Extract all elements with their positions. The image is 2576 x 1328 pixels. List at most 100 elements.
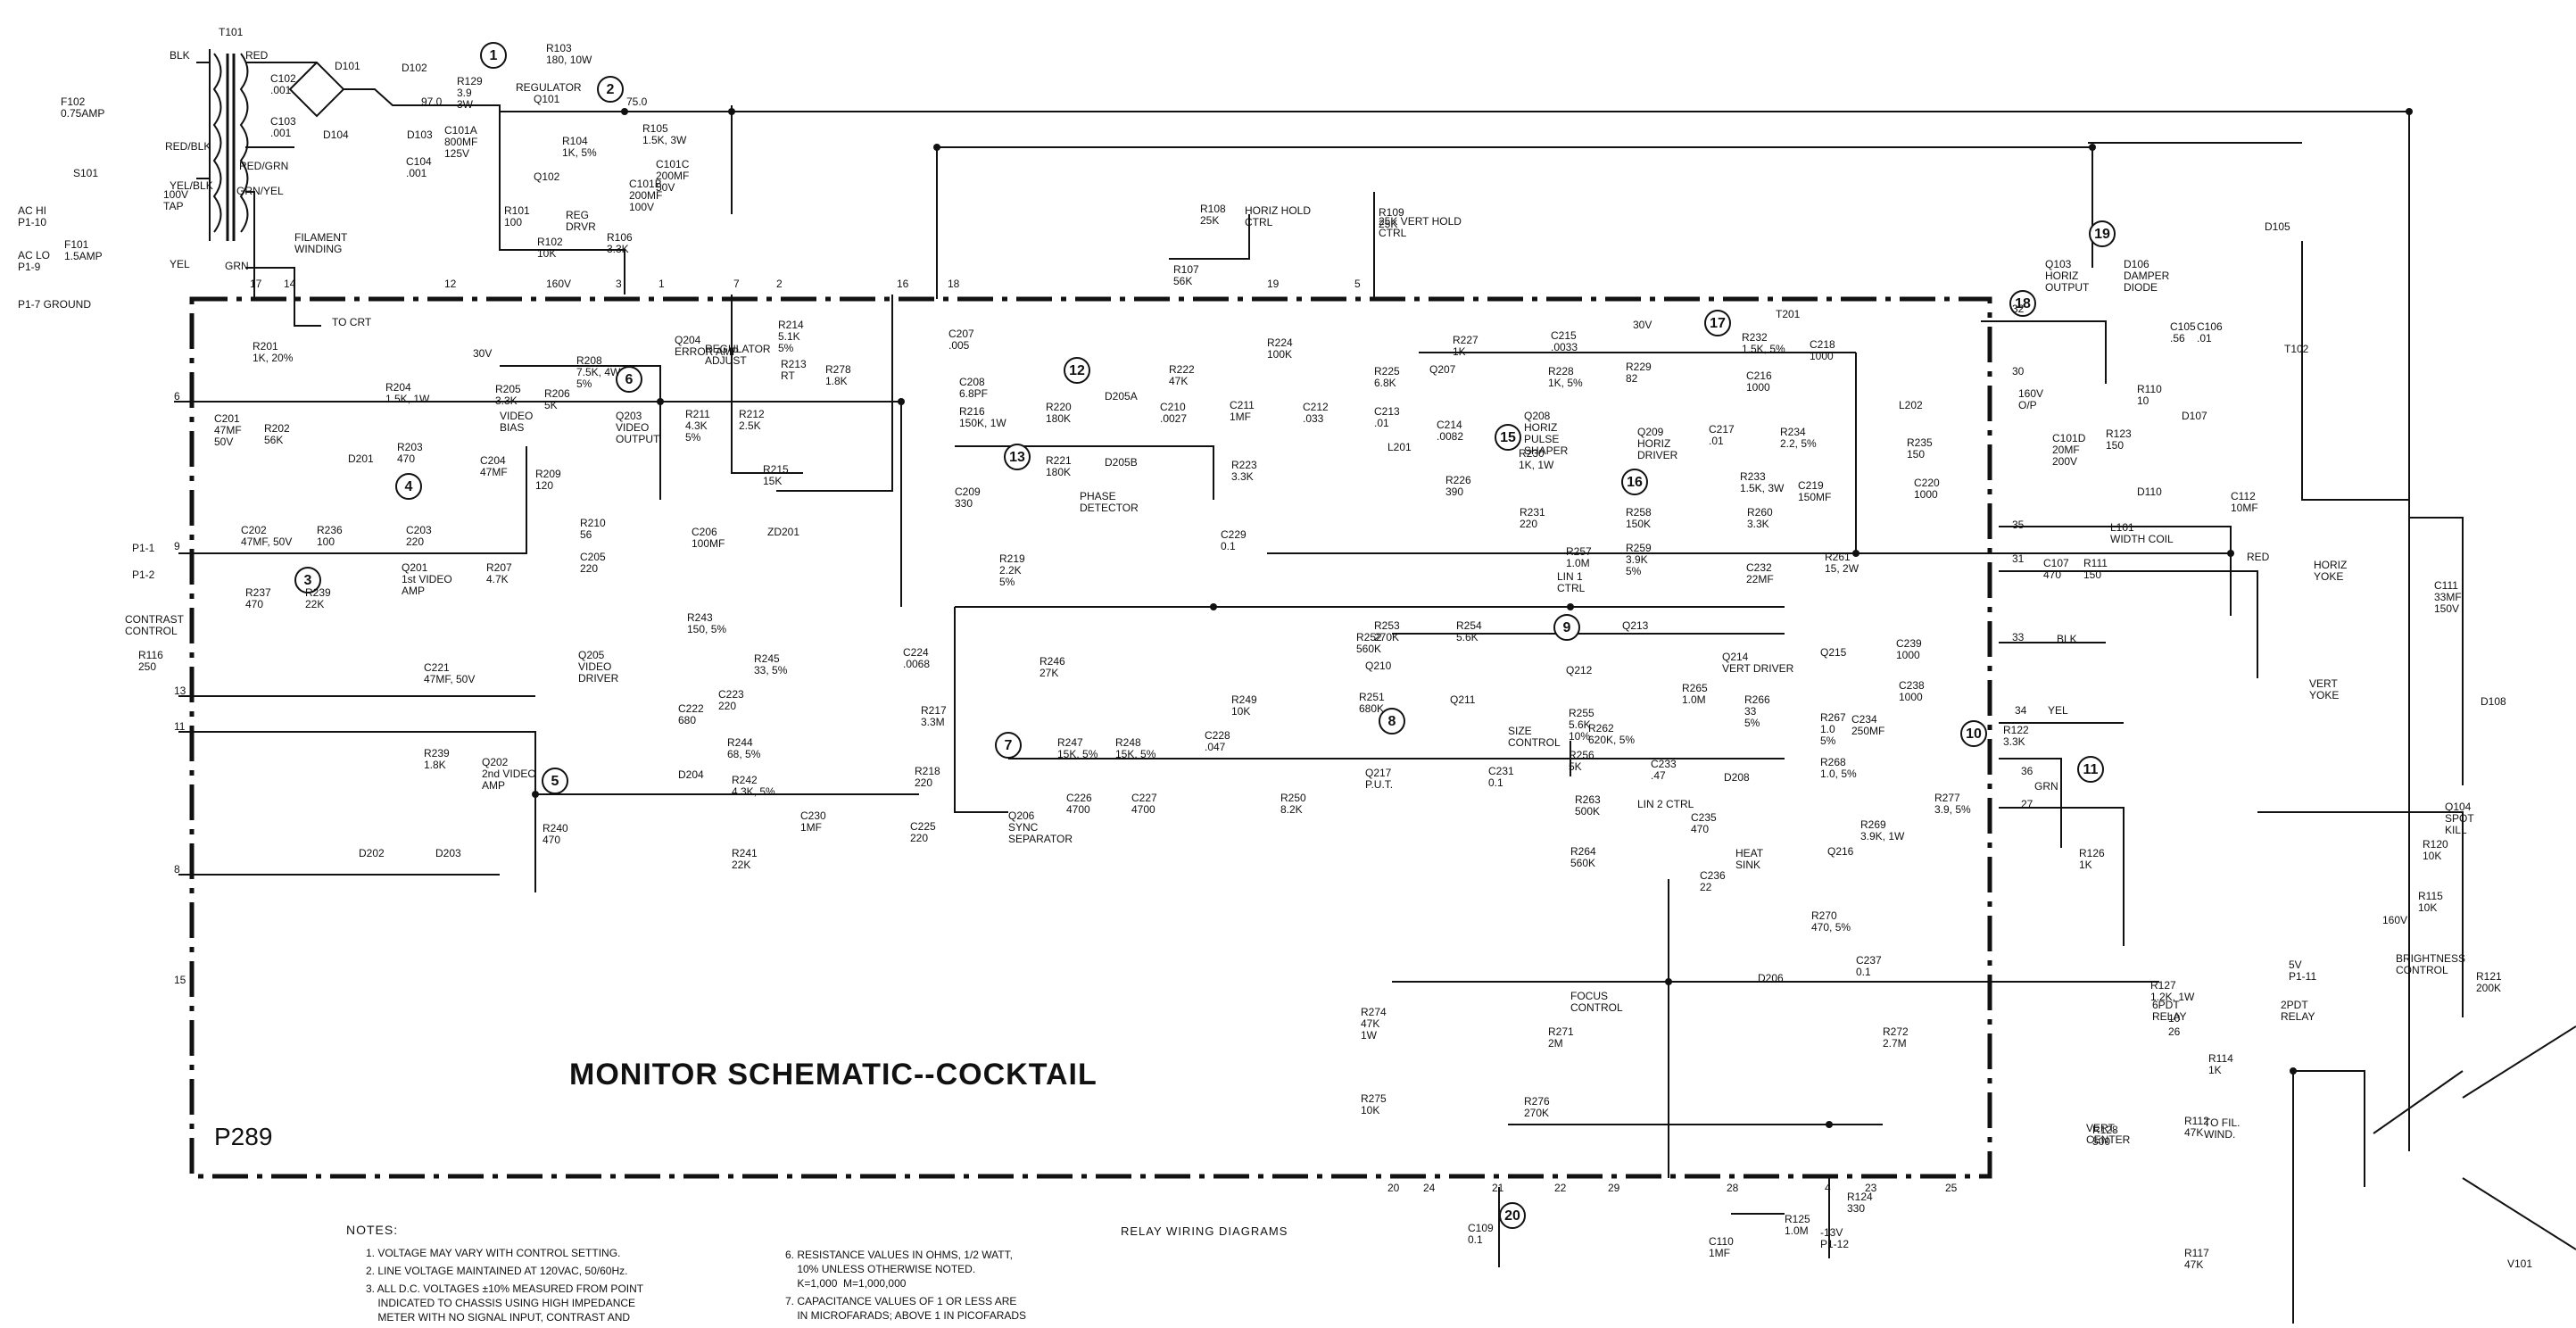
board-outline xyxy=(189,296,1992,1179)
pin-13: 13 xyxy=(174,685,186,697)
label-blk: BLK xyxy=(2057,633,2077,645)
voltage-75: 75.0 xyxy=(626,95,648,108)
note-1: 1. VOLTAGE MAY VARY WITH CONTROL SETTING… xyxy=(366,1247,621,1259)
wire-red: RED xyxy=(245,49,269,62)
callout-4: 4 xyxy=(395,473,422,500)
pin-21: 21 xyxy=(1492,1182,1504,1194)
component-v101: V101 xyxy=(2507,1257,2532,1270)
callout-7: 7 xyxy=(995,732,1022,759)
pin-32: 32 xyxy=(2012,303,2025,315)
label-v160b: 160V xyxy=(2382,914,2407,926)
callout-number: 2 xyxy=(607,82,615,97)
component-q216: Q216 xyxy=(1827,845,1854,858)
pin-35: 35 xyxy=(2012,519,2025,531)
callout-20: 20 xyxy=(1499,1202,1526,1229)
callout-2: 2 xyxy=(597,76,624,103)
component-q211: Q211 xyxy=(1450,693,1476,706)
callout-number: 5 xyxy=(551,774,559,789)
callout-number: 13 xyxy=(1009,450,1025,465)
wire-grn-yel: GRN/YEL xyxy=(236,185,284,197)
component-q210: Q210 xyxy=(1365,660,1392,672)
callout-13: 13 xyxy=(1004,444,1031,470)
pin-6: 6 xyxy=(174,390,180,403)
component-c104: C104.001 xyxy=(406,155,432,179)
wire-blk: BLK xyxy=(170,49,190,62)
component-l202: L202 xyxy=(1899,399,1923,411)
callout-5: 5 xyxy=(542,768,568,794)
component-c103: C103.001 xyxy=(270,115,296,139)
callout-number: 11 xyxy=(2083,762,2099,777)
to-crt: TO CRT xyxy=(332,316,372,328)
pin-9: 9 xyxy=(174,540,180,552)
callout-17: 17 xyxy=(1704,310,1731,336)
component-c217: C217.01 xyxy=(1709,423,1735,447)
component-d103: D103 xyxy=(407,129,433,141)
component-c212: C212.033 xyxy=(1303,401,1329,425)
wire-yel-blk: YEL/BLK xyxy=(170,179,213,192)
component-c224: C224.0068 xyxy=(903,646,930,670)
wire-red-grn: RED/GRN xyxy=(239,160,288,172)
component-q215: Q215 xyxy=(1820,646,1847,659)
pin-16: 16 xyxy=(897,278,909,290)
note-7: 7. CAPACITANCE VALUES OF 1 OR LESS ARE I… xyxy=(785,1295,1027,1322)
component-c215: C215.0033 xyxy=(1551,329,1578,353)
component-c207: C207.005 xyxy=(948,328,974,352)
label-yel: YEL xyxy=(2048,704,2068,717)
